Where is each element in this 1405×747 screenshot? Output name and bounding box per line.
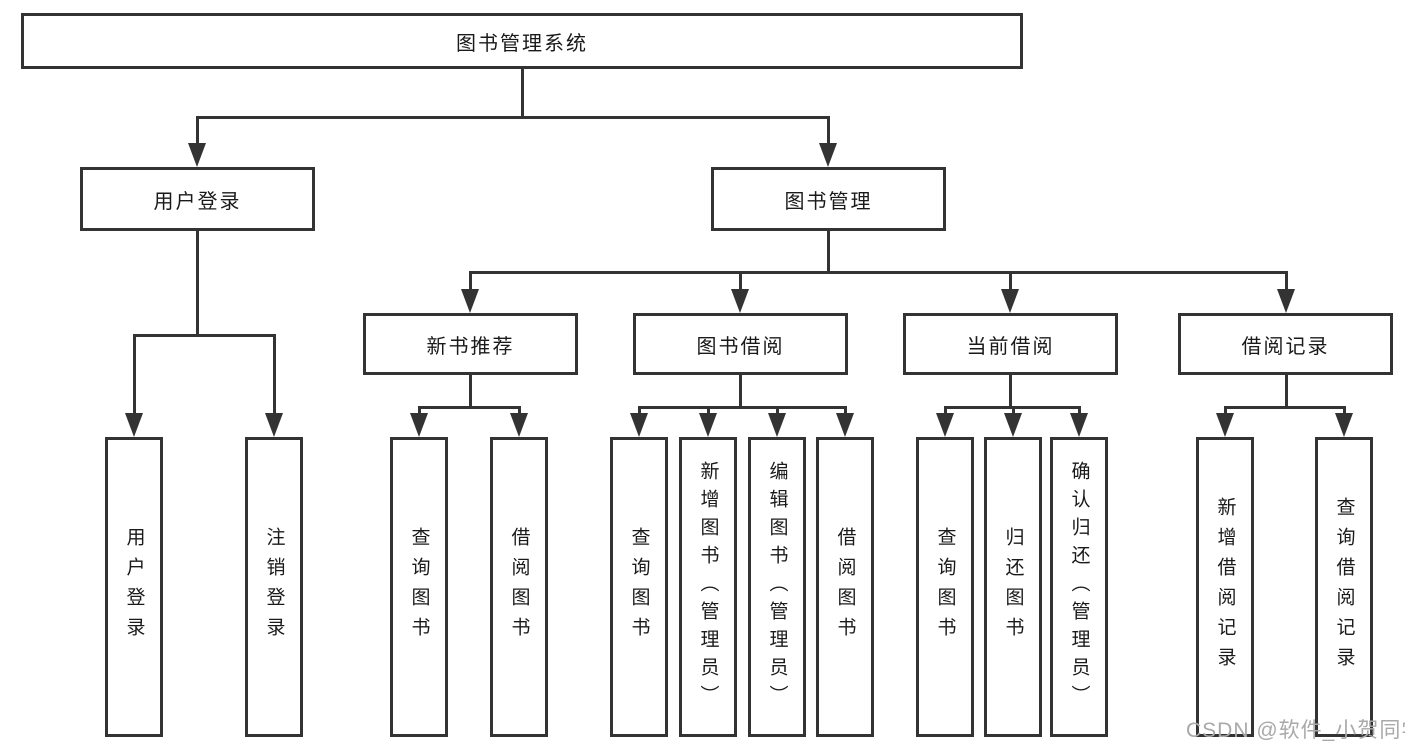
leaf-rec-borrow-book-label: 借阅图书 bbox=[508, 527, 530, 647]
connector-root-stem bbox=[521, 69, 524, 117]
node-book-borrow: 图书借阅 bbox=[633, 313, 848, 375]
connector-stem bbox=[1012, 406, 1015, 414]
arrow-down-icon bbox=[461, 289, 479, 313]
arrow-down-icon bbox=[819, 143, 837, 167]
leaf-user-login: 用户登录 bbox=[105, 437, 163, 737]
arrow-down-icon bbox=[731, 289, 749, 313]
connector-stem bbox=[469, 375, 472, 409]
leaf-logout: 注销登录 bbox=[245, 437, 303, 737]
connector-stem bbox=[707, 406, 710, 414]
leaf-bor-borrow-book: 借阅图书 bbox=[816, 437, 874, 737]
node-book-mgmt-label: 图书管理 bbox=[784, 190, 873, 213]
node-current-borrow: 当前借阅 bbox=[903, 313, 1118, 375]
leaf-cur-return-book: 归还图书 bbox=[984, 437, 1042, 737]
connector-stem bbox=[196, 231, 199, 335]
node-root-label: 图书管理系统 bbox=[456, 32, 588, 55]
arrow-down-icon bbox=[699, 413, 717, 437]
connector-stem bbox=[1285, 375, 1288, 409]
leaf-cur-confirm-return-label: 确认归还（管理员） bbox=[1068, 461, 1090, 713]
leaf-bor-edit-book-label: 编辑图书（管理员） bbox=[766, 461, 788, 713]
leaf-cur-return-book-label: 归还图书 bbox=[1002, 527, 1024, 647]
leaf-rec-borrow-book: 借阅图书 bbox=[490, 437, 548, 737]
arrow-down-icon bbox=[188, 143, 206, 167]
node-book-mgmt: 图书管理 bbox=[711, 167, 946, 231]
leaf-bor-add-book: 新增图书（管理员） bbox=[679, 437, 737, 737]
connector-stem bbox=[776, 406, 779, 414]
node-root: 图书管理系统 bbox=[21, 13, 1023, 69]
leaf-cur-confirm-return: 确认归还（管理员） bbox=[1050, 437, 1108, 737]
node-user-login: 用户登录 bbox=[80, 167, 315, 231]
connector-stem bbox=[944, 406, 947, 414]
leaf-cur-search-book-label: 查询图书 bbox=[934, 527, 956, 647]
connector-split bbox=[418, 406, 521, 409]
connector-root-split bbox=[196, 116, 830, 119]
connector-split bbox=[638, 406, 846, 409]
leaf-user-login-label: 用户登录 bbox=[123, 527, 145, 647]
connector-stem bbox=[739, 375, 742, 409]
node-user-login-label: 用户登录 bbox=[153, 190, 242, 213]
arrow-down-icon bbox=[410, 413, 428, 437]
node-new-book-rec-label: 新书推荐 bbox=[426, 335, 515, 358]
arrow-down-icon bbox=[1070, 413, 1088, 437]
leaf-bor-search-book-label: 查询图书 bbox=[628, 527, 650, 647]
arrow-down-icon bbox=[836, 413, 854, 437]
connector-split bbox=[469, 271, 1287, 274]
connector-stem bbox=[739, 271, 742, 290]
arrow-down-icon bbox=[265, 413, 283, 437]
node-borrow-records-label: 借阅记录 bbox=[1241, 335, 1330, 358]
arrow-down-icon bbox=[936, 413, 954, 437]
arrow-down-icon bbox=[1216, 413, 1234, 437]
connector-stem bbox=[196, 116, 199, 144]
connector-stem bbox=[638, 406, 641, 414]
csdn-watermark: CSDN @软件_小贺同学 bbox=[1186, 719, 1405, 742]
leaf-log-search-record-label: 查询借阅记录 bbox=[1333, 497, 1355, 677]
node-current-borrow-label: 当前借阅 bbox=[966, 335, 1055, 358]
connector-split bbox=[133, 334, 275, 337]
arrow-down-icon bbox=[1335, 413, 1353, 437]
leaf-cur-search-book: 查询图书 bbox=[916, 437, 974, 737]
leaf-log-add-record-label: 新增借阅记录 bbox=[1214, 497, 1236, 677]
connector-stem bbox=[1009, 375, 1012, 409]
connector-stem bbox=[1343, 406, 1346, 414]
connector-stem bbox=[1078, 406, 1081, 414]
leaf-rec-search-book-label: 查询图书 bbox=[408, 527, 430, 647]
leaf-bor-search-book: 查询图书 bbox=[610, 437, 668, 737]
connector-stem bbox=[827, 231, 830, 273]
connector-stem bbox=[827, 116, 830, 144]
connector-stem bbox=[518, 406, 521, 414]
node-new-book-rec: 新书推荐 bbox=[363, 313, 578, 375]
connector-stem bbox=[1285, 271, 1288, 290]
leaf-bor-add-book-label: 新增图书（管理员） bbox=[697, 461, 719, 713]
leaf-rec-search-book: 查询图书 bbox=[390, 437, 448, 737]
connector-stem bbox=[844, 406, 847, 414]
node-book-borrow-label: 图书借阅 bbox=[696, 335, 785, 358]
leaf-logout-label: 注销登录 bbox=[263, 527, 285, 647]
leaf-bor-edit-book: 编辑图书（管理员） bbox=[748, 437, 806, 737]
leaf-log-add-record: 新增借阅记录 bbox=[1196, 437, 1254, 737]
arrow-down-icon bbox=[630, 413, 648, 437]
connector-split bbox=[1224, 406, 1345, 409]
leaf-bor-borrow-book-label: 借阅图书 bbox=[834, 527, 856, 647]
connector-stem bbox=[1009, 271, 1012, 290]
arrow-down-icon bbox=[125, 413, 143, 437]
node-borrow-records: 借阅记录 bbox=[1178, 313, 1393, 375]
connector-stem bbox=[1224, 406, 1227, 414]
connector-stem bbox=[469, 271, 472, 290]
leaf-log-search-record: 查询借阅记录 bbox=[1315, 437, 1373, 737]
arrow-down-icon bbox=[1004, 413, 1022, 437]
connector-stem bbox=[273, 334, 276, 414]
arrow-down-icon bbox=[1277, 289, 1295, 313]
arrow-down-icon bbox=[768, 413, 786, 437]
connector-stem bbox=[133, 334, 136, 414]
connector-stem bbox=[418, 406, 421, 414]
arrow-down-icon bbox=[510, 413, 528, 437]
arrow-down-icon bbox=[1001, 289, 1019, 313]
